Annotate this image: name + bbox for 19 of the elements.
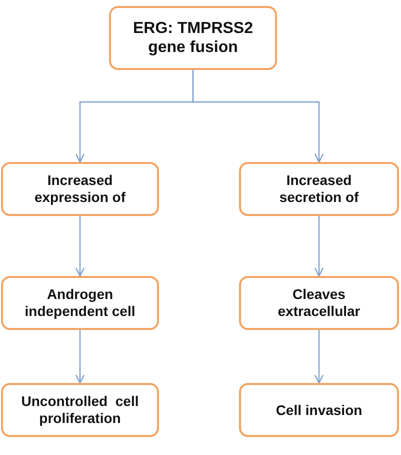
step-text: Increased secretion of (278, 172, 360, 206)
arrow (314, 216, 324, 277)
process-box (239, 162, 399, 216)
process-box (239, 383, 399, 437)
arrow (192, 70, 324, 163)
process-box (1, 276, 159, 330)
process-box (239, 276, 399, 330)
step-text: ERG: TMPRSS2 gene fusion (132, 18, 254, 58)
step-text: Androgen independent cell (24, 286, 136, 320)
process-box (1, 383, 159, 437)
step-text: Uncontrolled cell proliferation (20, 393, 140, 427)
step-text: Cleaves extracellular (276, 286, 362, 320)
arrow (75, 330, 85, 384)
step-text: Increased expression of (33, 172, 127, 206)
process-box (109, 6, 277, 70)
process-box (1, 162, 159, 216)
arrow (314, 330, 324, 384)
step-text: Cell invasion (276, 402, 362, 418)
arrow (75, 216, 85, 277)
